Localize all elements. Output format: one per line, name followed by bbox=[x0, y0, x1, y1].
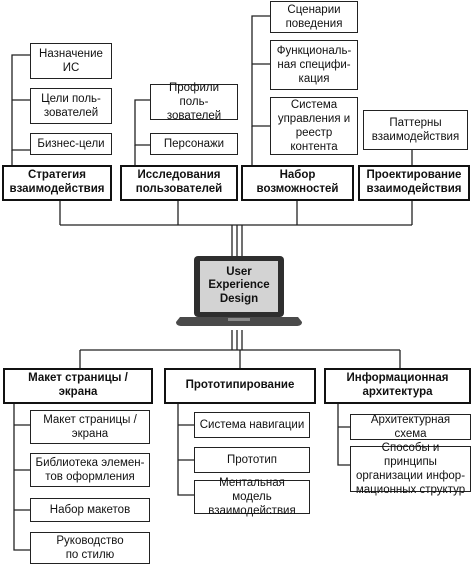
top-item: Персонажи bbox=[150, 133, 238, 155]
bottom-heading-ia: Информационная архитектура bbox=[324, 368, 471, 404]
top-item: Система управления и реестр контента bbox=[270, 97, 358, 155]
bottom-item: Библиотека элемен- тов оформления bbox=[30, 453, 150, 487]
top-item: Сценарии поведения bbox=[270, 1, 358, 33]
bottom-heading-prototyping: Прототипирование bbox=[164, 368, 316, 404]
center-title: User Experience Design bbox=[208, 266, 270, 305]
bottom-item: Архитектурная схема bbox=[350, 414, 471, 440]
top-heading-research: Исследования пользователей bbox=[120, 165, 238, 201]
bottom-item: Макет страницы / экрана bbox=[30, 410, 150, 444]
bottom-item: Способы и принципы организации инфор- ма… bbox=[350, 442, 471, 496]
bottom-item: Набор макетов bbox=[30, 498, 150, 522]
top-item: Функциональ- ная специфи- кация bbox=[270, 40, 358, 90]
top-heading-strategy: Стратегия взаимодействия bbox=[2, 165, 112, 201]
top-item: Назначение ИС bbox=[30, 43, 112, 79]
bottom-item: Руководство по стилю bbox=[30, 532, 150, 564]
top-heading-capabilities: Набор возможностей bbox=[241, 165, 354, 201]
top-item: Паттерны взаимодействия bbox=[363, 110, 468, 150]
top-heading-interaction: Проектирование взаимодействия bbox=[358, 165, 470, 201]
top-item: Профили поль- зователей bbox=[150, 82, 238, 122]
top-item: Цели поль- зователей bbox=[30, 88, 112, 124]
top-item: Бизнес-цели bbox=[30, 133, 112, 155]
bottom-item: Ментальная модель взаимодействия bbox=[194, 477, 310, 517]
bottom-item: Прототип bbox=[194, 447, 310, 473]
bottom-item: Система навигации bbox=[194, 412, 310, 438]
laptop-icon bbox=[176, 256, 302, 326]
bottom-heading-layout: Макет страницы / экрана bbox=[3, 368, 153, 404]
